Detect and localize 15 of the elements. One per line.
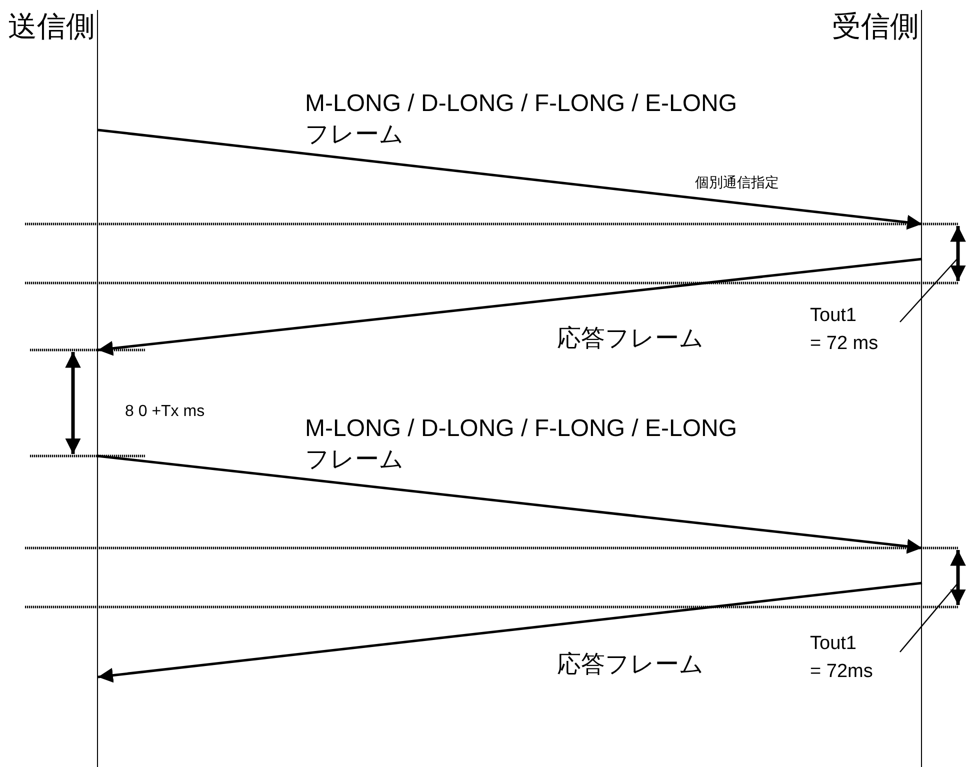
note-label: 個別通信指定 (695, 173, 779, 192)
message-arrow (98, 582, 922, 683)
leader-line (900, 258, 958, 322)
timeout-label: Tout1 (810, 632, 858, 656)
message-arrow (98, 258, 922, 356)
timeout-label: = 72ms (810, 660, 874, 684)
lane-title: 受信側 (832, 10, 919, 45)
message-arrow (98, 454, 922, 554)
message-arrow (98, 128, 922, 230)
timeout-label: = 72 ms (810, 332, 880, 356)
timeout-label: Tout1 (810, 304, 858, 328)
lifeline (8, 10, 98, 767)
interval-label: 8 0 +Tx ms (125, 402, 205, 422)
leader-line (900, 582, 958, 652)
lane-title: 送信側 (8, 10, 95, 45)
